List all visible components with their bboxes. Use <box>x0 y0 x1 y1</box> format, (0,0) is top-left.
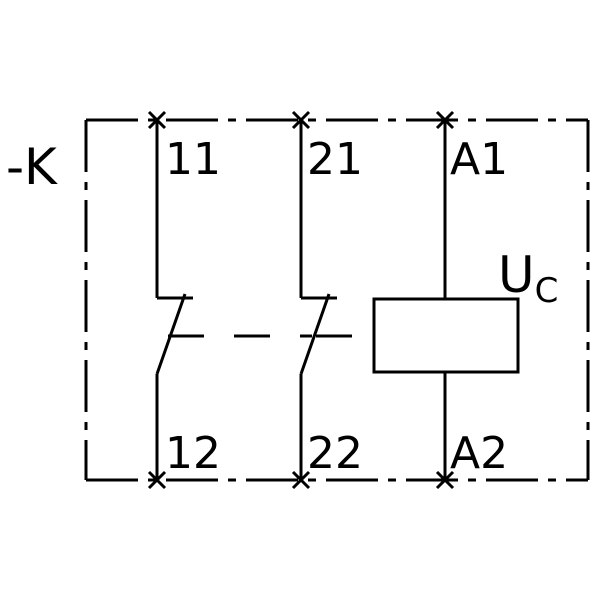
coil-voltage-subscript: C <box>535 271 559 311</box>
terminal-21-cross <box>291 110 311 130</box>
terminal-a2-label: A2 <box>450 428 508 479</box>
terminal-12-label: 12 <box>165 428 221 479</box>
contact-1-blade <box>155 293 187 375</box>
coil-rectangle <box>372 297 520 374</box>
terminal-a2-cross <box>435 470 455 490</box>
terminal-a1-label: A1 <box>450 134 508 185</box>
coil-voltage-label: UC <box>498 246 558 311</box>
device-reference-label: -K <box>6 138 58 196</box>
terminal-21-label: 21 <box>307 134 363 185</box>
device-enclosure <box>84 118 590 482</box>
coil: A1 A2 UC <box>372 110 558 490</box>
terminal-11-label: 11 <box>165 134 221 185</box>
terminal-a1-cross <box>435 110 455 130</box>
coil-voltage-main: U <box>498 246 535 304</box>
terminal-12-cross <box>147 470 167 490</box>
terminal-22-label: 22 <box>307 428 363 479</box>
contact-1: 11 12 <box>147 110 221 490</box>
contact-2: 21 22 <box>291 110 363 490</box>
terminal-11-cross <box>147 110 167 130</box>
contact-2-blade <box>299 293 331 375</box>
terminal-22-cross <box>291 470 311 490</box>
